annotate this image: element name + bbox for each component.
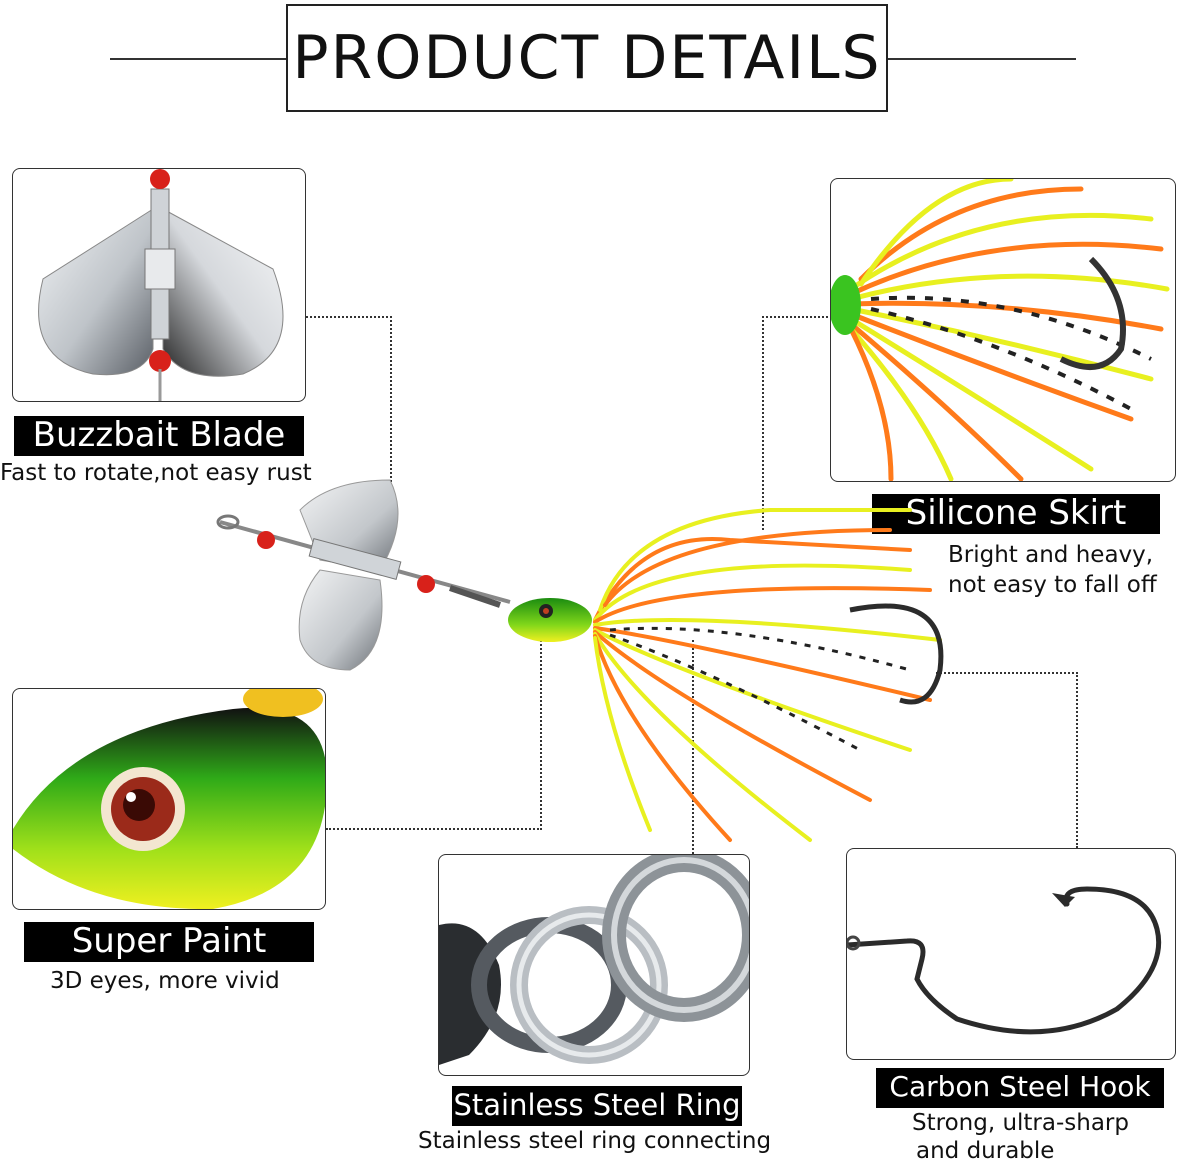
title-box: PRODUCT DETAILS bbox=[286, 4, 888, 112]
leader-paint bbox=[326, 640, 542, 830]
carbon-steel-hook-illustration bbox=[847, 886, 1162, 1035]
carbon-steel-hook-desc-1: Strong, ultra-sharp bbox=[912, 1110, 1129, 1136]
stainless-steel-ring-illustration bbox=[439, 855, 749, 1065]
super-paint-label: Super Paint bbox=[24, 922, 314, 962]
super-paint-image bbox=[12, 688, 326, 910]
leader-hook bbox=[936, 672, 1078, 848]
buzzbait-blade-desc: Fast to rotate,not easy rust bbox=[0, 460, 312, 486]
carbon-steel-hook-image bbox=[846, 848, 1176, 1060]
silicone-skirt-desc-1: Bright and heavy, bbox=[948, 542, 1154, 568]
carbon-steel-hook-desc-2: and durable bbox=[916, 1138, 1055, 1164]
title-rule-left bbox=[110, 58, 286, 60]
buzzbait-blade-illustration bbox=[38, 169, 284, 401]
leader-ring bbox=[692, 640, 694, 854]
stainless-steel-ring-image bbox=[438, 854, 750, 1076]
super-paint-desc: 3D eyes, more vivid bbox=[50, 968, 280, 994]
silicone-skirt-desc-2: not easy to fall off bbox=[948, 572, 1157, 598]
leader-buzzbait bbox=[306, 316, 392, 498]
silicone-skirt-illustration bbox=[831, 179, 1170, 481]
carbon-steel-hook-label: Carbon Steel Hook bbox=[876, 1068, 1164, 1108]
silicone-skirt-label: Silicone Skirt bbox=[872, 494, 1160, 534]
spinnerbait-lure-illustration bbox=[216, 479, 944, 842]
super-paint-illustration bbox=[13, 689, 325, 909]
title-rule-right bbox=[888, 58, 1076, 60]
leader-skirt bbox=[762, 316, 832, 530]
page-title: PRODUCT DETAILS bbox=[292, 23, 882, 93]
silicone-skirt-image bbox=[830, 178, 1176, 482]
buzzbait-blade-image bbox=[12, 168, 306, 402]
stainless-steel-ring-label: Stainless Steel Ring bbox=[452, 1086, 742, 1126]
buzzbait-blade-label: Buzzbait Blade bbox=[14, 416, 304, 456]
stainless-steel-ring-desc: Stainless steel ring connecting bbox=[418, 1128, 772, 1154]
